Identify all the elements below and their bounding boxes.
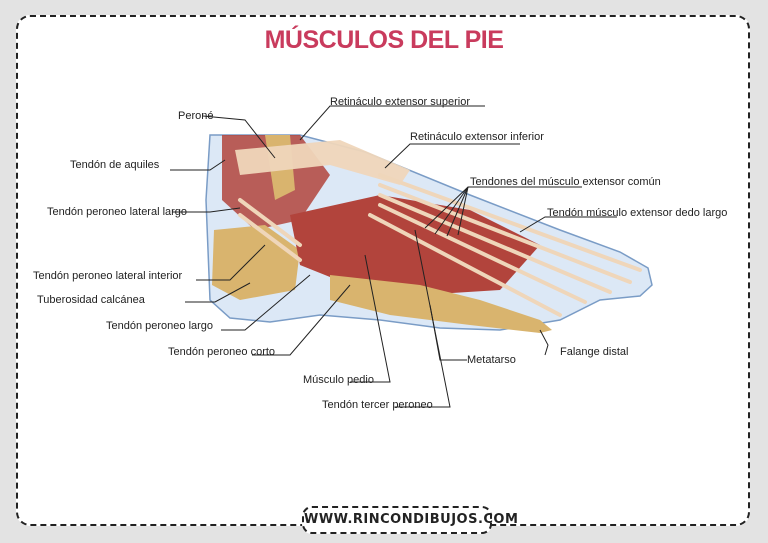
label-tendon-peroneo-largo: Tendón peroneo largo — [106, 320, 214, 332]
label-tendon-peroneo-corto: Tendón peroneo corto — [168, 346, 276, 358]
retinaculum-band — [235, 140, 410, 185]
label-tendon-extensor-dedo-largo: Tendón músculo extensor dedo largo — [547, 207, 728, 219]
label-tendones-extensor-comun: Tendones del músculo extensor común — [470, 176, 661, 188]
label-tendon-tercer-peroneo: Tendón tercer peroneo — [322, 399, 433, 411]
label-retinaculo-extensor-inferior: Retináculo extensor inferior — [410, 131, 544, 143]
label-tuberosidad-calcanea: Tuberosidad calcánea — [37, 294, 145, 306]
tendon-fan — [238, 173, 642, 317]
leader-lines — [170, 105, 617, 408]
label-tendon-de-aquiles: Tendón de aquiles — [70, 159, 160, 171]
page-title: MÚSCULOS DEL PIE — [264, 26, 504, 54]
label-metatarso: Metatarso — [467, 354, 516, 366]
website-link[interactable]: WWW.RINCONDIBUJOS.COM — [302, 506, 518, 534]
label-perone: Peroné — [178, 110, 214, 122]
label-retinaculo-extensor-superior: Retináculo extensor superior — [330, 96, 471, 108]
label-tendon-peroneo-lateral-interior: Tendón peroneo lateral interior — [33, 270, 183, 282]
metatarsal-bones — [330, 275, 552, 333]
label-tendon-peroneo-lateral-largo: Tendón peroneo lateral largo — [47, 206, 188, 218]
label-musculo-pedio: Músculo pedio — [303, 374, 374, 386]
label-falange-distal: Falange distal — [560, 346, 629, 358]
